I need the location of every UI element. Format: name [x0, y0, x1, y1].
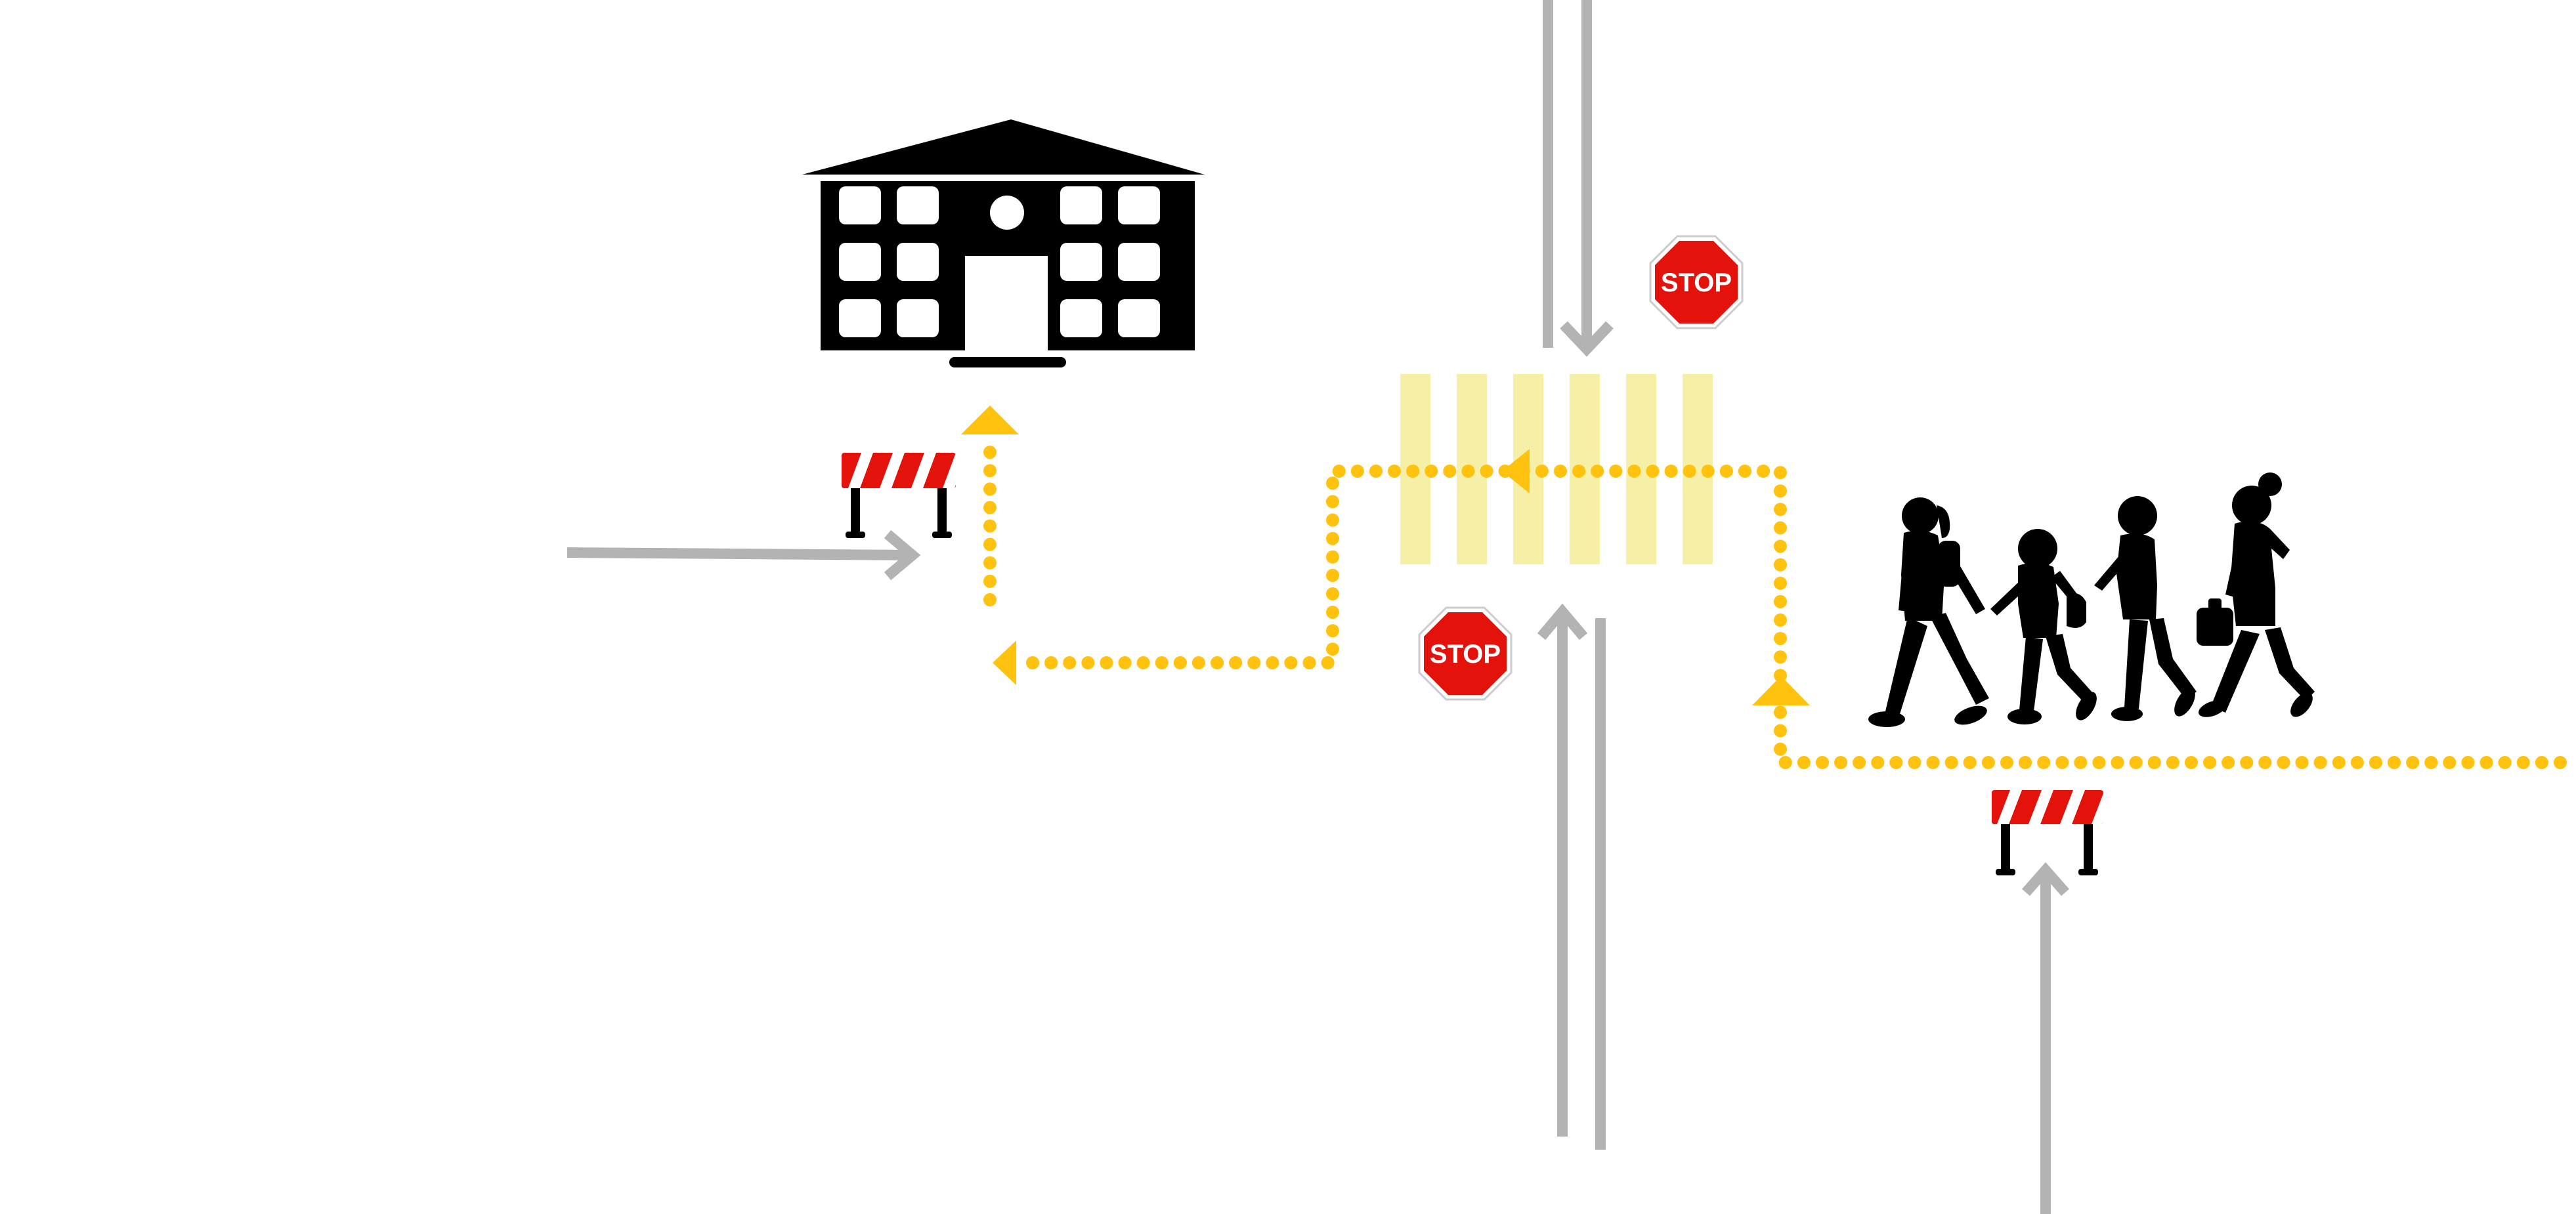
route-arrowhead-left-icon-2: [993, 640, 1016, 685]
traffic-arrowhead-up-icon-2: [2022, 862, 2069, 896]
traffic-line-west: [567, 547, 912, 560]
traffic-arrowhead-down-icon: [1560, 321, 1614, 357]
traffic-arrowhead-up-icon: [1537, 603, 1588, 640]
stop-sign-label: STOP: [1661, 268, 1732, 297]
route-arrowheads: [961, 406, 1810, 705]
route-dotted-path: [1018, 465, 2567, 769]
school-step: [949, 357, 1066, 367]
stop-sign-icon-2: STOP: [1418, 606, 1513, 701]
route-arrowhead-left-icon: [1502, 449, 1530, 493]
route-arrowhead-up-icon-2: [961, 406, 1019, 434]
traffic-arrowhead-right-icon: [884, 530, 921, 581]
school-door: [965, 256, 1048, 354]
school-roof: [802, 119, 1205, 175]
traffic-arrows: [567, 0, 2069, 1214]
child-silhouette-4: [2197, 472, 2315, 717]
child-silhouette-3: [2094, 496, 2197, 721]
route-arrowhead-up-icon: [1752, 676, 1810, 705]
barricade-icon: [842, 453, 956, 538]
school-round-window: [990, 196, 1024, 230]
child-silhouette-1: [1868, 497, 1989, 727]
school-windows: [839, 186, 1160, 337]
child-silhouette-2: [1990, 529, 2097, 724]
stop-sign-label-2: STOP: [1430, 640, 1501, 669]
school-building-icon: [802, 119, 1205, 367]
walking-route: [983, 440, 2567, 769]
children-walking-silhouette-icon: [1868, 472, 2315, 727]
barricade-icon-2: [1992, 790, 2103, 875]
stop-sign-icon: STOP: [1649, 235, 1744, 329]
